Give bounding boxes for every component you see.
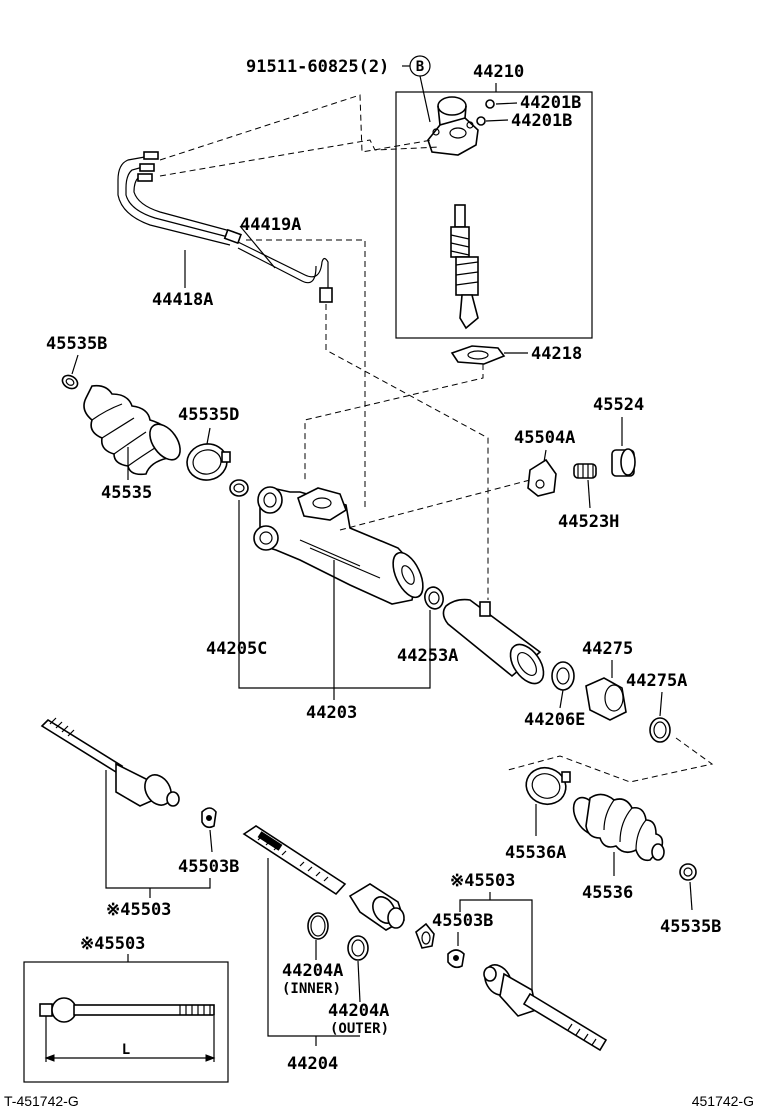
label-44210: 44210 — [473, 62, 524, 82]
dashed-right-boot-line — [507, 737, 714, 783]
dashed-reference-lines-top — [159, 94, 489, 600]
clamp-45535b-bottom — [679, 863, 697, 881]
o-ring-44204a-outer — [347, 935, 369, 961]
label-44204a-inner: 44204A — [282, 961, 343, 981]
lock-washer-45503b-right — [447, 949, 465, 969]
clamp-45535d — [186, 443, 231, 481]
label-44218: 44218 — [531, 344, 582, 364]
label-44275a: 44275A — [626, 671, 687, 691]
label-44418a: 44418A — [152, 290, 213, 310]
label-44206e: 44206E — [524, 710, 585, 730]
clamp-45535b-top — [61, 374, 79, 390]
pinion-shaft — [450, 204, 479, 330]
gasket-44218 — [450, 345, 528, 365]
oil-seal-44253a — [424, 586, 444, 610]
label-44201b-lower: 44201B — [511, 111, 572, 131]
tie-rod-right — [483, 964, 608, 1052]
lock-nut-44205c — [229, 479, 249, 497]
label-45524: 45524 — [593, 395, 644, 415]
footer-left-code: T-451742-G — [4, 1093, 79, 1109]
bolt-callout-circle-b: B — [402, 55, 431, 123]
lock-washer-45503b-left — [201, 807, 217, 829]
bracket-45503-left — [105, 770, 211, 898]
label-44204: 44204 — [287, 1054, 338, 1074]
label-44201b-upper: 44201B — [520, 93, 581, 113]
label-45535b-top: 45535B — [46, 334, 107, 354]
bearing-44206e — [551, 661, 575, 691]
label-45503b-right: 45503B — [432, 911, 493, 931]
label-44253a: 44253A — [397, 646, 458, 666]
label-45535: 45535 — [101, 483, 152, 503]
label-44204a-outer: 44204A — [328, 1001, 389, 1021]
return-pipe-44419a — [237, 225, 333, 303]
rack-guide-45504a — [527, 458, 557, 497]
boot-45536 — [572, 793, 665, 862]
cap-45524 — [611, 448, 636, 477]
clamp-45536a — [525, 766, 571, 806]
nut-44201b-upper — [485, 99, 495, 109]
label-45535d: 45535D — [178, 405, 239, 425]
label-45536a: 45536A — [505, 843, 566, 863]
label-45503-box: ※45503 — [80, 934, 145, 954]
dashed-guide-line — [339, 479, 531, 531]
bushing-44275 — [585, 677, 627, 721]
inset-box-tie-rod — [23, 961, 229, 1083]
label-44419a: 44419A — [240, 215, 301, 235]
rack-end-piston — [348, 883, 405, 931]
cylinder-tube — [442, 598, 545, 685]
snap-ring-44275a — [649, 717, 671, 743]
label-45504a: 45504A — [514, 428, 575, 448]
label-45503b-left: 45503B — [178, 857, 239, 877]
label-44275: 44275 — [582, 639, 633, 659]
boot-45535 — [83, 384, 181, 476]
label-outer-note: (OUTER) — [330, 1021, 389, 1037]
small-bushing — [415, 922, 435, 949]
label-44523h: 44523H — [558, 512, 619, 532]
label-44205c: 44205C — [206, 639, 267, 659]
rack-bar — [242, 825, 347, 896]
label-91511-60825: 91511-60825(2) — [246, 57, 389, 77]
rack-housing-44203 — [253, 486, 424, 605]
label-length-l: L — [122, 1042, 130, 1058]
circle-b-letter: B — [416, 59, 424, 75]
label-inner-note: (INNER) — [282, 981, 341, 997]
valve-housing — [427, 96, 479, 156]
o-ring-44204a-inner — [307, 912, 329, 940]
label-45503-right: ※45503 — [450, 871, 515, 891]
pressure-pipe-44418a — [117, 151, 242, 288]
label-45503-left: ※45503 — [106, 900, 171, 920]
bracket-45503-right — [459, 892, 533, 1010]
label-45535b-bottom: 45535B — [660, 917, 721, 937]
valve-assembly-box — [395, 83, 593, 339]
bracket-44204 — [267, 858, 360, 1046]
nut-44201b-lower — [476, 116, 486, 126]
bracket-44203 — [238, 500, 431, 700]
label-45536: 45536 — [582, 883, 633, 903]
spring-44523h — [573, 463, 597, 479]
label-44203: 44203 — [306, 703, 357, 723]
footer-right-code: 451742-G — [692, 1093, 754, 1109]
tie-rod-left — [40, 717, 180, 807]
